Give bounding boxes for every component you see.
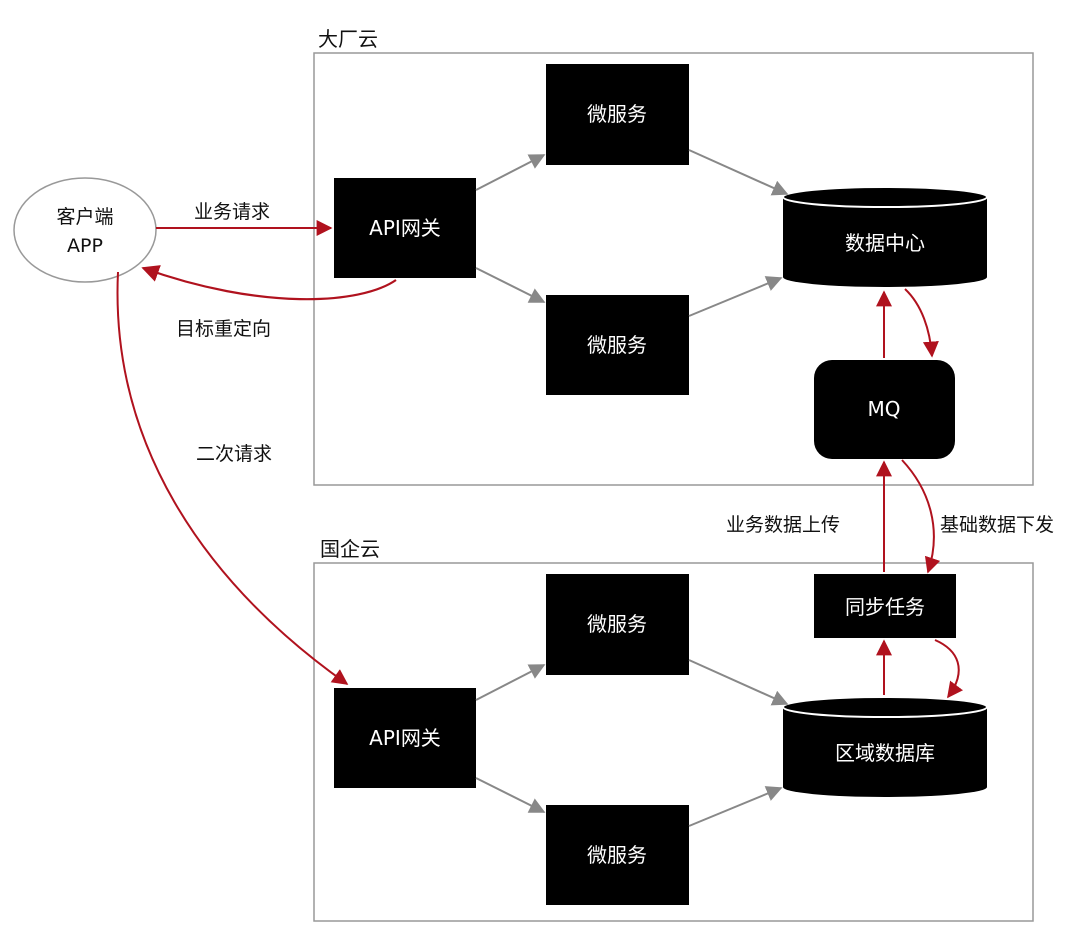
- bottom-microservice-2-label: 微服务: [587, 843, 647, 867]
- bottom-microservice-1-label: 微服务: [587, 612, 647, 636]
- edge-label-business-request: 业务请求: [194, 201, 270, 223]
- bottom-api-gateway: [334, 688, 476, 788]
- bottom-microservice-1: [546, 574, 689, 675]
- top-microservice-2-label: 微服务: [587, 333, 647, 357]
- client-app-node: [13, 177, 157, 283]
- top-api-gateway: [334, 178, 476, 278]
- arrow-top-svc2-to-db: [688, 276, 783, 317]
- bottom-microservice-2: [546, 805, 689, 905]
- arrow-top-gw-to-svc1: [475, 154, 546, 191]
- top-mq-node: [814, 360, 955, 459]
- top-api-gateway-label: API网关: [369, 216, 441, 240]
- top-microservice-2: [546, 295, 689, 395]
- top-microservice-1: [546, 64, 689, 165]
- top-mq-label: MQ: [868, 397, 901, 421]
- client-label-line2: APP: [67, 235, 103, 257]
- arrow-top-svc1-to-db: [688, 149, 789, 196]
- arrow-bottom-gw-to-svc1: [475, 664, 546, 701]
- bottom-api-gateway-label: API网关: [369, 726, 441, 750]
- client-label-line1: 客户端: [56, 206, 113, 228]
- arrow-mq-to-sync: [901, 459, 941, 574]
- bottom-regional-db-label: 区域数据库: [835, 741, 935, 765]
- top-datacenter-label: 数据中心: [845, 231, 925, 255]
- top-cloud-container: [313, 52, 1034, 486]
- arrow-client-to-bottom-gw: [116, 271, 349, 685]
- edge-label-download: 基础数据下发: [940, 514, 1054, 536]
- top-datacenter-db: [782, 186, 988, 287]
- bottom-regional-db: [782, 696, 988, 797]
- top-cloud-title: 大厂云: [318, 27, 378, 51]
- bottom-sync-task: [814, 574, 956, 638]
- arrow-bottom-gw-to-svc2: [475, 777, 546, 813]
- arrow-bottom-svc1-to-db: [688, 659, 789, 706]
- edge-label-upload: 业务数据上传: [726, 514, 840, 536]
- arrow-sync-to-db: [934, 639, 963, 699]
- arrow-redirect-to-client: [141, 265, 397, 301]
- bottom-sync-task-label: 同步任务: [845, 595, 925, 619]
- top-microservice-1-label: 微服务: [587, 102, 647, 126]
- arrow-top-gw-to-svc2: [475, 267, 546, 303]
- arrow-bottom-svc2-to-db: [688, 786, 783, 827]
- bottom-cloud-title: 国企云: [320, 537, 380, 561]
- arrow-db-to-mq: [904, 288, 939, 358]
- edge-label-redirect: 目标重定向: [176, 318, 271, 340]
- bottom-cloud-container: [313, 562, 1034, 922]
- edge-label-second-request: 二次请求: [196, 443, 272, 465]
